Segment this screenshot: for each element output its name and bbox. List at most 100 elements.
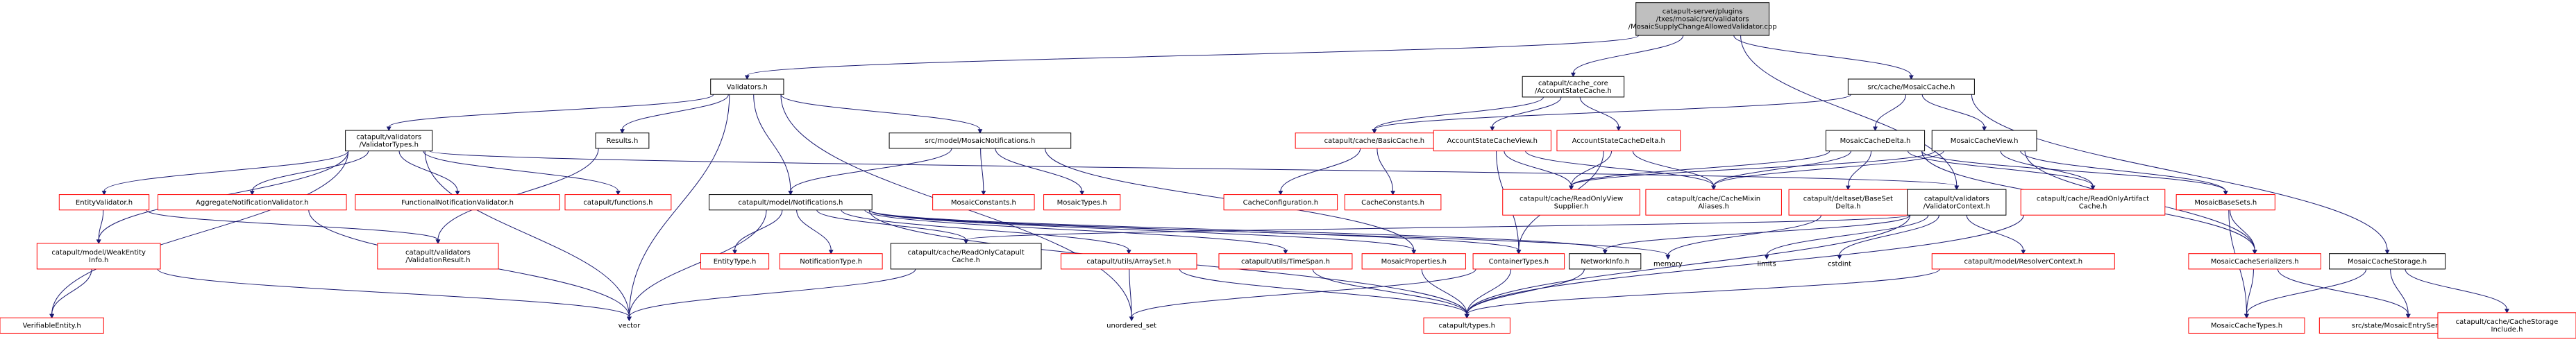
edge-line — [2277, 268, 2409, 315]
edge-arrowhead — [386, 126, 392, 132]
node-unorderedset: unordered_set — [1106, 322, 1156, 330]
node-box — [889, 132, 1072, 149]
node-mosaicconstants[interactable]: MosaicConstants.h — [932, 194, 1035, 211]
edge-line — [780, 94, 981, 130]
edge-line — [1466, 268, 1941, 315]
edge-arrowhead — [1764, 255, 1769, 260]
edge-arrowhead — [1711, 185, 1717, 191]
node-functions[interactable]: catapult/functions.h — [564, 194, 672, 211]
edge-arrowhead — [1126, 250, 1131, 255]
node-label: src/cache/MosaicCache.h — [1867, 83, 1955, 91]
node-box — [1907, 189, 2007, 216]
node-label: catapult/validators/ValidatorContext.h — [1923, 195, 1990, 210]
node-mosaicbasesets[interactable]: MosaicBaseSets.h — [2175, 194, 2275, 211]
node-arrayset[interactable]: catapult/utils/ArraySet.h — [1060, 253, 1197, 270]
node-mosaiccachedelta[interactable]: MosaicCacheDelta.h — [1825, 130, 1926, 152]
edge-timespan-to-types — [1312, 268, 1470, 319]
node-label: CacheConstants.h — [1361, 199, 1424, 207]
node-notifications[interactable]: catapult/model/Notifications.h — [709, 194, 873, 211]
edge-accountstatecache-to-basiccache — [1372, 96, 1544, 134]
node-accountstatecacheview[interactable]: AccountStateCacheView.h — [1433, 130, 1551, 152]
edge-validatortypes-to-entityvalidator — [101, 150, 349, 196]
node-box — [1635, 2, 1770, 36]
edge-line — [628, 94, 730, 317]
edge-accountstatecacheview-to-readonlyviewsupplier — [1504, 150, 1574, 191]
node-label: MosaicCacheView.h — [1951, 137, 2019, 145]
node-label: catapult/model/Notifications.h — [738, 199, 843, 207]
node-validatorcontext[interactable]: catapult/validators/ValidatorContext.h — [1907, 189, 2007, 216]
node-cacheconfiguration[interactable]: CacheConfiguration.h — [1223, 194, 1338, 211]
node-mosaiccacheserializers[interactable]: MosaicCacheSerializers.h — [2188, 253, 2321, 270]
node-functionalnotificationvalidator[interactable]: FunctionalNotificationValidator.h — [355, 194, 560, 211]
edge-line — [398, 150, 458, 191]
edge-line — [423, 150, 618, 191]
node-resolvercontext[interactable]: catapult/model/ResolverContext.h — [1931, 253, 2115, 270]
node-cacheconstants[interactable]: CacheConstants.h — [1344, 194, 1442, 211]
node-validationresult[interactable]: catapult/validators/ValidationResult.h — [377, 243, 499, 270]
node-label-line: MosaicProperties.h — [1381, 258, 1447, 266]
node-cstdint: cstdint — [1828, 261, 1851, 268]
edge-line — [1733, 35, 1912, 76]
edge-mosaicnotifications-to-mosaictypes — [995, 148, 1085, 196]
node-accountstatecachedelta[interactable]: AccountStateCacheDelta.h — [1556, 130, 1681, 152]
node-label: AccountStateCacheView.h — [1447, 137, 1538, 145]
node-label-line: catapult/model/WeakEntity — [51, 249, 146, 257]
node-label: memory — [1653, 261, 1683, 268]
node-label-line: /ValidatorContext.h — [1923, 203, 1990, 210]
node-basiccache[interactable]: catapult/cache/BasicCache.h — [1295, 132, 1454, 149]
node-root[interactable]: catapult-server/plugins/txes/mosaic/src/… — [1628, 2, 1777, 36]
edge-arrowhead — [2090, 185, 2096, 191]
node-results[interactable]: Results.h — [595, 132, 650, 149]
node-validatortypes[interactable]: catapult/validators/ValidatorTypes.h — [345, 130, 433, 152]
edge-mosaiccacheview-to-readonlyviewsupplier — [1569, 150, 1935, 191]
node-entitytype[interactable]: EntityType.h — [700, 253, 770, 270]
edge-arrowhead — [732, 250, 737, 255]
node-label: MosaicCacheStorage.h — [2348, 258, 2427, 266]
node-label: FunctionalNotificationValidator.h — [401, 199, 514, 207]
node-validators[interactable]: Validators.h — [710, 78, 784, 95]
node-entityvalidator[interactable]: EntityValidator.h — [58, 194, 150, 211]
edge-arrowhead — [1129, 316, 1134, 322]
node-label-line: src/cache/MosaicCache.h — [1867, 83, 1955, 91]
node-mosaiccacheview[interactable]: MosaicCacheView.h — [1931, 130, 2037, 152]
node-accountstatecache[interactable]: catapult/cache_core/AccountStateCache.h — [1522, 76, 1625, 98]
node-box — [2329, 253, 2446, 270]
node-mosaictypes[interactable]: MosaicTypes.h — [1043, 194, 1121, 211]
node-box — [1931, 253, 2115, 270]
node-label-line: MosaicCacheTypes.h — [2211, 322, 2282, 330]
edge-arrowhead — [1570, 72, 1576, 78]
node-box — [779, 253, 883, 270]
node-label-line: catapult/cache/CacheStorage — [2456, 318, 2559, 326]
node-label: catapult/validators/ValidatorTypes.h — [356, 133, 421, 148]
edge-line — [1466, 268, 1512, 315]
edge-notifications-to-timespan — [864, 209, 1288, 255]
node-networkinfo[interactable]: NetworkInfo.h — [1569, 253, 1642, 270]
node-mosaiccachetypes[interactable]: MosaicCacheTypes.h — [2188, 317, 2305, 334]
node-mosaicproperties[interactable]: MosaicProperties.h — [1361, 253, 1466, 270]
edge-line — [1571, 150, 1613, 187]
node-types[interactable]: catapult/types.h — [1423, 317, 1510, 334]
edge-weakentityinfo-to-verifiableentity — [49, 268, 92, 319]
node-mosaicnotifications[interactable]: src/model/MosaicNotifications.h — [889, 132, 1072, 149]
node-label-line: catapult/validators — [405, 249, 471, 257]
edge-line — [1129, 268, 1132, 317]
edge-line — [1713, 150, 1852, 187]
edge-mosaiccache-to-mosaiccacheview — [1921, 94, 1987, 132]
node-mosaiccache[interactable]: src/cache/MosaicCache.h — [1847, 78, 1975, 95]
node-aggregatenotificationvalidator[interactable]: AggregateNotificationValidator.h — [157, 194, 347, 211]
node-mosaiccachestorage[interactable]: MosaicCacheStorage.h — [2329, 253, 2446, 270]
node-timespan[interactable]: catapult/utils/TimeSpan.h — [1218, 253, 1353, 270]
node-label: catapult/validators/ValidationResult.h — [405, 249, 471, 264]
edge-accountstatecache-to-accountstatecacheview — [1490, 96, 1562, 132]
node-containertypes[interactable]: ContainerTypes.h — [1472, 253, 1565, 270]
node-notificationtype[interactable]: NotificationType.h — [779, 253, 883, 270]
edge-accountstatecache-to-accountstatecachedelta — [1579, 96, 1622, 132]
node-verifiableentity[interactable]: VerifiableEntity.h — [0, 317, 104, 334]
